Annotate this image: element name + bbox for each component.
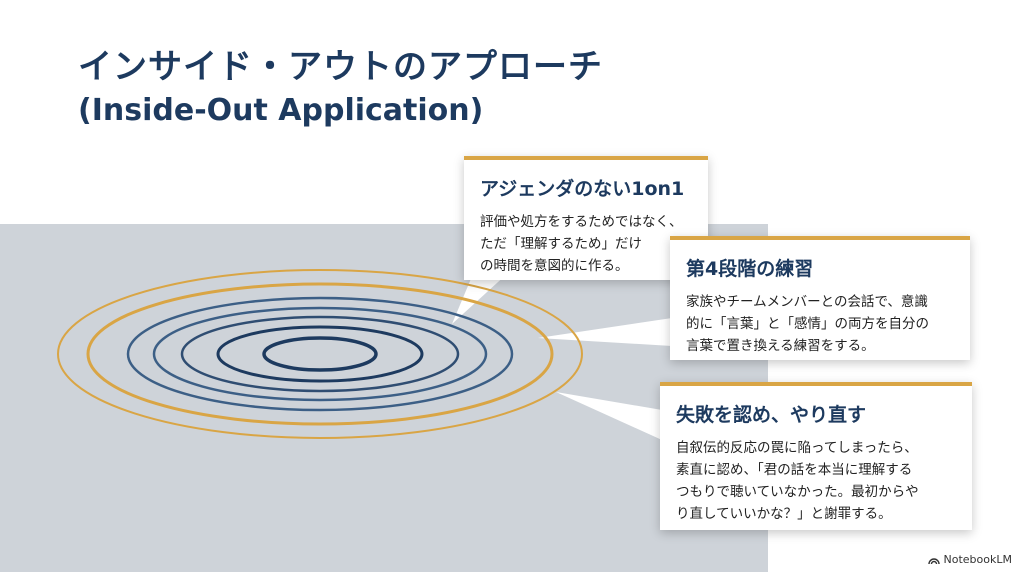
card-body: 自叙伝的反応の罠に陥ってしまったら、 素直に認め、「君の話を本当に理解する つも…: [676, 437, 958, 525]
callout-pointer-2: [538, 318, 672, 346]
card-line: つもりで聴いていなかった。最初からや: [676, 484, 919, 500]
background-panel: [0, 224, 768, 572]
title-block: インサイド・アウトのアプローチ (Inside-Out Application): [78, 44, 603, 132]
ring-center: [262, 336, 378, 372]
ring-outer-gold-2: [86, 282, 554, 426]
ring-blue-1: [126, 296, 514, 412]
card-line: り直していいかな？」と謝罪する。: [676, 506, 892, 522]
card-body: 家族やチームメンバーとの会話で、意識 的に「言葉」と「感情」の両方を自分の 言葉…: [686, 291, 956, 357]
callout-card-redo: 失敗を認め、やり直す 自叙伝的反応の罠に陥ってしまったら、 素直に認め、「君の話…: [660, 382, 972, 530]
notebooklm-icon: [927, 557, 940, 564]
card-line: の時間を意図的に作る。: [480, 258, 629, 274]
ring-blue-3: [180, 315, 460, 393]
page-title: インサイド・アウトのアプローチ: [78, 47, 603, 87]
ring-blue-4: [216, 325, 424, 383]
card-line: 言葉で置き換える練習をする。: [686, 338, 875, 354]
card-line: 的に「言葉」と「感情」の両方を自分の: [686, 316, 929, 332]
card-line: ただ「理解するため」だけ: [480, 236, 642, 252]
card-line: 家族やチームメンバーとの会話で、意識: [686, 294, 928, 310]
card-line: 自叙伝的反応の罠に陥ってしまったら、: [676, 440, 918, 456]
card-body: 評価や処方をするためではなく、 ただ「理解するため」だけ の時間を意図的に作る。: [480, 211, 694, 277]
callout-card-stage4: 第4段階の練習 家族やチームメンバーとの会話で、意識 的に「言葉」と「感情」の両…: [670, 236, 970, 360]
card-title: アジェンダのない1on1: [480, 178, 685, 200]
card-title: 第4段階の練習: [686, 258, 814, 280]
ring-blue-2: [152, 306, 488, 402]
card-line: 素直に認め、「君の話を本当に理解する: [676, 462, 913, 478]
page-subtitle: (Inside-Out Application): [78, 93, 484, 128]
ring-outer-gold-1: [57, 269, 583, 439]
card-line: 評価や処方をするためではなく、: [480, 214, 683, 230]
card-title: 失敗を認め、やり直す: [676, 404, 867, 426]
callout-card-agenda: アジェンダのない1on1 評価や処方をするためではなく、 ただ「理解するため」だ…: [464, 156, 708, 280]
logo-text: NotebookLM: [943, 553, 1012, 566]
callout-pointer-3: [556, 392, 662, 440]
notebooklm-logo: NotebookLM: [927, 553, 1012, 566]
